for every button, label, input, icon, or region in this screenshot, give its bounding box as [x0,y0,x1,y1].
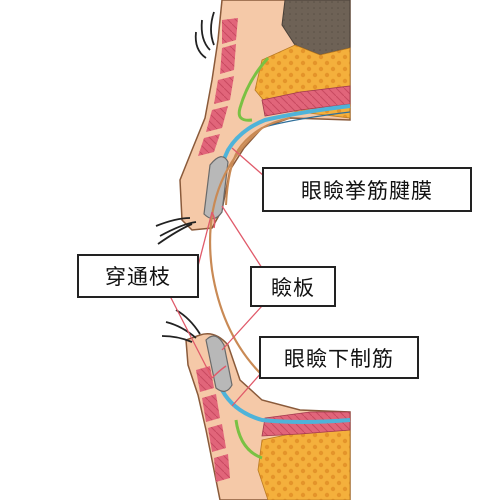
leader-tarsus-lower [221,305,263,351]
lower-eyelashes [161,309,201,343]
leader-aponeurosis [231,147,265,177]
conjunctiva-upper [225,117,291,206]
eyeball-outline [208,127,263,376]
upper-eyelid [155,0,351,245]
levator-muscle [261,85,351,117]
label-lower-lid-retractor: 眼瞼下制筋 [259,336,419,379]
leader-tarsus-upper [221,205,263,269]
orbicularis-muscle-upper [198,18,238,156]
label-perforating-branch: 穿通枝 [77,254,199,298]
orbital-septum-lower [234,419,263,460]
orbital-septum-upper [237,56,270,122]
levator-aponeurosis-line [218,104,351,169]
lower-tarsus [205,335,233,392]
lower-retractor-muscle [261,411,351,437]
label-tarsus: 瞼板 [250,266,336,307]
upper-eyelashes [155,11,215,245]
leader-retractor [231,371,263,407]
lower-retractor-tendon [220,388,351,424]
leader-perforating-lower [169,295,213,379]
perforating-vessels [211,211,227,379]
orbital-fat-lower [257,429,351,500]
lower-eyelid [161,309,351,500]
upper-tarsus [203,156,229,220]
leader-lines [169,147,265,407]
leader-perforating-upper [197,211,213,267]
label-levator-aponeurosis: 眼瞼挙筋腱膜 [262,167,472,212]
